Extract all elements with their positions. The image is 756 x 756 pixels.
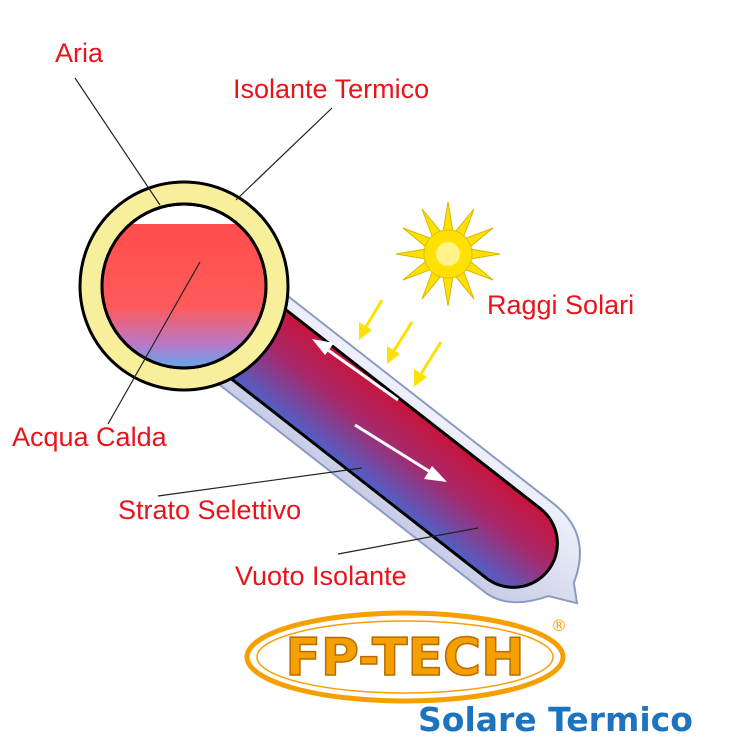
label-aria: Aria [55,38,104,68]
logo-wordmark: FP-TECH [285,628,524,688]
leader-lines [74,77,479,555]
label-vuoto-isolante: Vuoto Isolante [235,561,407,591]
label-isolante-termico: Isolante Termico [233,74,430,104]
label-strato-selettivo: Strato Selettivo [118,495,302,525]
label-acqua-calda: Acqua Calda [12,422,167,452]
sun-rays [359,299,443,387]
brand-subtitle: Solare Termico [418,700,693,739]
hot-water [102,224,266,368]
fp-tech-logo: FP-TECH ® [244,610,567,704]
label-raggi-solari: Raggi Solari [487,290,635,320]
sun-icon [395,201,501,307]
flow-arrow-down [354,423,447,482]
registered-mark: ® [551,616,567,635]
flow-arrow-up [312,339,399,402]
